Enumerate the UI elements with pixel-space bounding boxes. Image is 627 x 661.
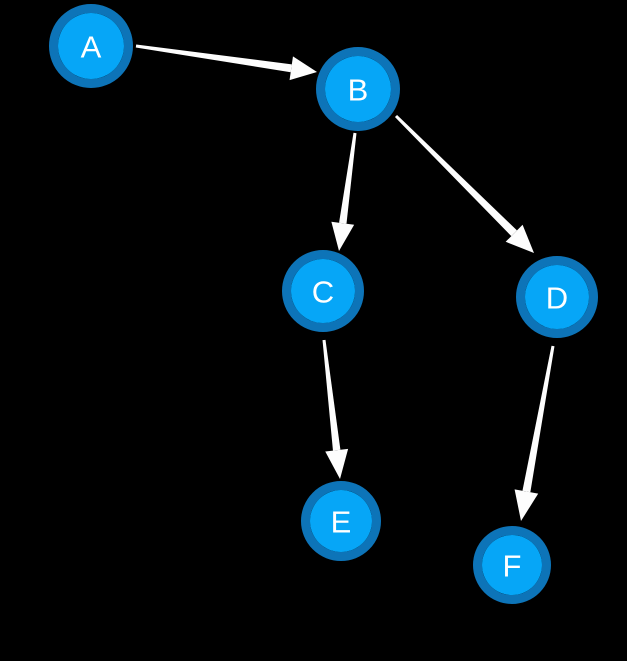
node-label: C bbox=[312, 275, 334, 310]
node-body[interactable] bbox=[525, 265, 589, 329]
node-label: E bbox=[331, 505, 352, 540]
edge-B-C bbox=[331, 132, 357, 251]
node-body[interactable] bbox=[482, 535, 542, 595]
edge-line bbox=[135, 44, 292, 73]
node-body[interactable] bbox=[310, 490, 372, 552]
node-ring bbox=[473, 526, 551, 604]
nodes-layer: A B C D E F bbox=[49, 4, 598, 604]
node-ring bbox=[516, 256, 598, 338]
node-label: F bbox=[503, 549, 522, 584]
node-body[interactable] bbox=[325, 56, 391, 122]
edge-A-B bbox=[135, 44, 317, 81]
edge-C-E bbox=[322, 339, 349, 479]
edge-B-D bbox=[394, 114, 534, 253]
graph-node-f[interactable]: F bbox=[473, 526, 551, 604]
graph-node-b[interactable]: B bbox=[316, 47, 400, 131]
node-label: D bbox=[546, 281, 568, 316]
node-ring bbox=[301, 481, 381, 561]
edges-layer bbox=[135, 44, 555, 521]
node-label: B bbox=[348, 73, 369, 108]
edge-line bbox=[322, 339, 341, 451]
edge-D-F bbox=[514, 345, 555, 521]
arrowhead-icon bbox=[325, 448, 349, 479]
arrowhead-icon bbox=[514, 489, 539, 521]
arrowhead-icon bbox=[505, 224, 534, 253]
arrowhead-icon bbox=[331, 221, 355, 251]
graph-node-d[interactable]: D bbox=[516, 256, 598, 338]
graph-node-a[interactable]: A bbox=[49, 4, 133, 88]
edge-line bbox=[394, 114, 517, 237]
arrowhead-icon bbox=[289, 56, 317, 81]
graph-node-c[interactable]: C bbox=[282, 250, 364, 332]
edge-line bbox=[522, 345, 555, 493]
node-ring bbox=[49, 4, 133, 88]
node-body[interactable] bbox=[291, 259, 355, 323]
node-ring bbox=[282, 250, 364, 332]
edge-line bbox=[339, 132, 357, 224]
graph-node-e[interactable]: E bbox=[301, 481, 381, 561]
node-body[interactable] bbox=[58, 13, 124, 79]
node-ring bbox=[316, 47, 400, 131]
node-label: A bbox=[81, 30, 102, 65]
